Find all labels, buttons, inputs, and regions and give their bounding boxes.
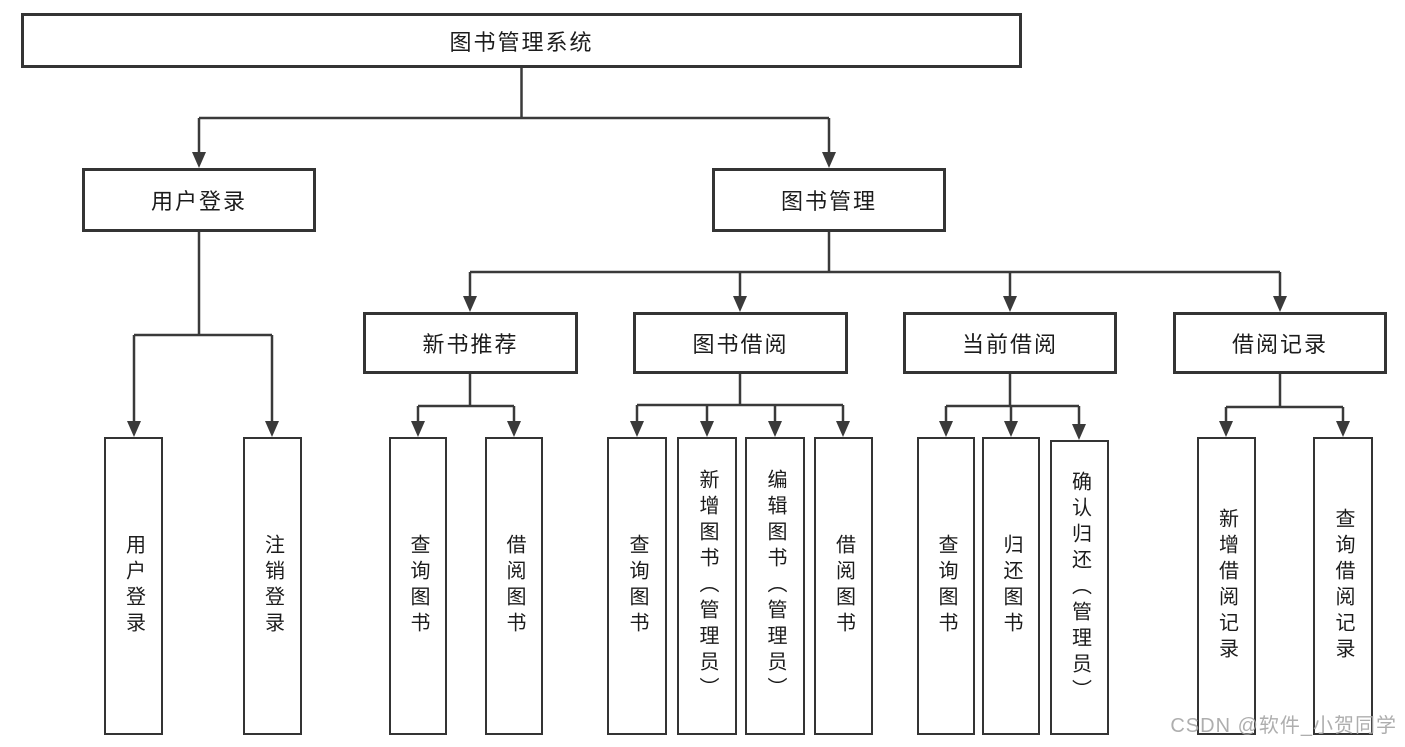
arrow-down-icon: [1003, 296, 1017, 312]
node-label: 查询图书: [407, 534, 429, 638]
arrow-down-icon: [1004, 421, 1018, 437]
arrow-down-icon: [700, 421, 714, 437]
arrow-down-icon: [1336, 421, 1350, 437]
node-label: 查询借阅记录: [1332, 508, 1354, 664]
node-label: 编辑图书（管理员）: [764, 469, 786, 703]
arrow-down-icon: [463, 296, 477, 312]
arrow-down-icon: [630, 421, 644, 437]
node-label: 借阅图书: [832, 534, 855, 638]
node-label: 归还图书: [1000, 534, 1022, 638]
arrow-down-icon: [1219, 421, 1233, 437]
node-book-borrow: 图书借阅: [633, 312, 848, 374]
connector-line: [635, 374, 845, 425]
leaf-borrow-books-recommend: 借阅图书: [485, 437, 543, 735]
arrow-down-icon: [192, 152, 206, 168]
arrow-down-icon: [411, 421, 425, 437]
arrow-down-icon: [939, 421, 953, 437]
arrow-down-icon: [127, 421, 141, 437]
arrow-down-icon: [768, 421, 782, 437]
connector-line: [468, 232, 1282, 300]
leaf-add-borrow-record: 新增借阅记录: [1197, 437, 1256, 735]
node-label: 新增借阅记录: [1215, 508, 1238, 664]
connector-line: [1224, 374, 1345, 425]
node-label: 借阅记录: [1231, 332, 1328, 357]
connector-stems: [132, 68, 1345, 428]
node-label: 当前借阅: [961, 332, 1058, 357]
leaf-query-books-recommend: 查询图书: [389, 437, 447, 735]
connector-line: [944, 374, 1081, 428]
node-label: 用户登录: [122, 534, 145, 638]
node-label: 查询图书: [626, 534, 648, 638]
node-current-borrow: 当前借阅: [903, 312, 1117, 374]
node-new-book-recommend: 新书推荐: [363, 312, 578, 374]
leaf-edit-books-admin: 编辑图书（管理员）: [745, 437, 805, 735]
leaf-query-borrow-record: 查询借阅记录: [1313, 437, 1373, 735]
node-label: 新增图书（管理员）: [696, 469, 718, 703]
leaf-logout-login: 注销登录: [243, 437, 302, 735]
leaf-user-login: 用户登录: [104, 437, 163, 735]
leaf-query-books-current: 查询图书: [917, 437, 975, 735]
arrow-down-icon: [507, 421, 521, 437]
node-library-management-system: 图书管理系统: [21, 13, 1022, 68]
leaf-query-books-borrow: 查询图书: [607, 437, 667, 735]
leaf-return-books: 归还图书: [982, 437, 1040, 735]
node-label: 图书管理: [780, 189, 877, 214]
node-label: 确认归还（管理员）: [1068, 470, 1091, 705]
connector-line: [416, 374, 516, 425]
node-borrow-records: 借阅记录: [1173, 312, 1387, 374]
node-user-login: 用户登录: [82, 168, 316, 232]
node-label: 用户登录: [150, 189, 247, 214]
node-label: 图书管理系统: [449, 29, 594, 55]
leaf-add-books-admin: 新增图书（管理员）: [677, 437, 737, 735]
node-label: 图书借阅: [692, 332, 789, 357]
leaf-confirm-return-admin: 确认归还（管理员）: [1050, 440, 1109, 735]
node-label: 查询图书: [935, 534, 957, 638]
connector-line: [197, 68, 831, 156]
node-book-management: 图书管理: [712, 168, 946, 232]
arrow-down-icon: [1273, 296, 1287, 312]
arrow-down-icon: [265, 421, 279, 437]
arrow-down-icon: [733, 296, 747, 312]
node-label: 注销登录: [261, 534, 284, 638]
node-label: 新书推荐: [422, 332, 519, 357]
node-label: 借阅图书: [503, 534, 525, 638]
connector-line: [132, 232, 274, 425]
arrow-down-icon: [822, 152, 836, 168]
watermark: CSDN @软件_小贺同学: [1170, 715, 1397, 737]
leaf-borrow-books: 借阅图书: [814, 437, 873, 735]
arrow-down-icon: [836, 421, 850, 437]
arrow-down-icon: [1072, 424, 1086, 440]
